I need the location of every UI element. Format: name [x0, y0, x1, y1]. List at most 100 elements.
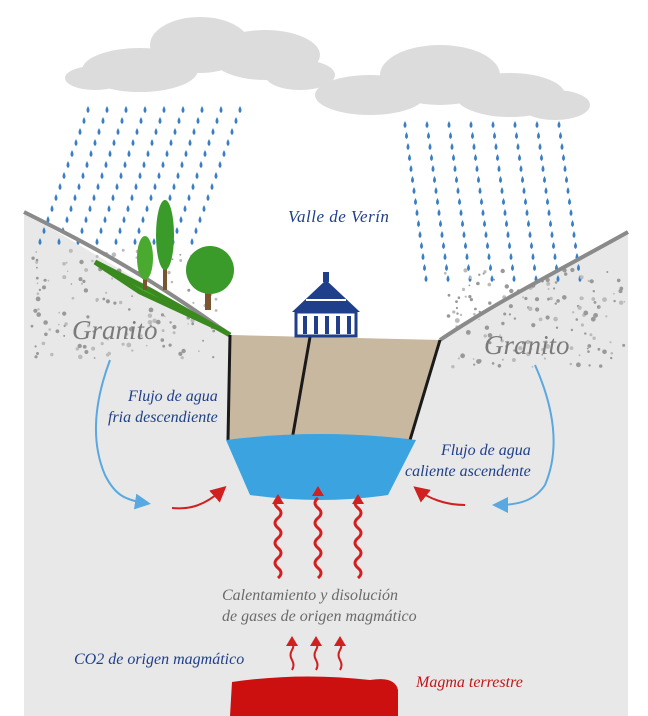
raindrop-icon [85, 161, 89, 168]
raindrop-icon [134, 183, 138, 190]
raindrop-icon [465, 253, 469, 260]
raindrop-icon [467, 264, 470, 271]
raindrop-icon [431, 165, 435, 172]
raindrop-icon [126, 205, 130, 212]
raindrop-icon [198, 216, 202, 223]
cold-stream-left [94, 359, 151, 510]
raindrop-icon [475, 165, 479, 172]
raindrop-icon [188, 139, 192, 146]
raindrop-icon [115, 183, 119, 190]
raindrop-icon [158, 117, 162, 124]
raindrop-icon [108, 150, 112, 157]
raindrop-icon [437, 209, 441, 216]
raindrop-icon [152, 238, 156, 245]
raindrop-icon [562, 154, 565, 161]
hillside-left [23, 210, 232, 337]
raindrop-icon [574, 242, 577, 249]
pavilion-icon [292, 272, 360, 338]
fault-line [226, 334, 232, 441]
co2-arrows [286, 636, 346, 671]
raindrop-icon [183, 205, 187, 212]
raindrop-icon [200, 106, 204, 113]
raindrop-icon [506, 231, 510, 238]
raindrop-icon [477, 176, 480, 183]
raindrop-icon [423, 264, 426, 271]
raindrop-icon [427, 132, 430, 139]
raindrop-icon [203, 150, 207, 157]
raindrop-icon [142, 161, 146, 168]
raindrop-icon [456, 187, 460, 194]
cloud-icon [315, 45, 590, 120]
raindrop-icon [484, 231, 488, 238]
raindrop-icon [543, 176, 546, 183]
raindrop-icon [78, 128, 82, 135]
raindrop-icon [500, 187, 504, 194]
raindrop-icon [149, 194, 153, 201]
magma-label: Magma terrestre [416, 674, 523, 691]
fault-block [228, 335, 440, 440]
raindrop-icon [57, 238, 61, 245]
raindrop-icon [199, 161, 203, 168]
raindrop-icon [483, 220, 486, 227]
raindrop-icon [181, 106, 185, 113]
raindrop-icon [119, 172, 123, 179]
raindrop-icon [530, 242, 533, 249]
raindrop-icon [222, 150, 226, 157]
raindrop-icon [176, 172, 180, 179]
raindrop-icon [38, 238, 42, 245]
raindrop-icon [459, 209, 463, 216]
raindrop-icon [417, 220, 420, 227]
raindrop-icon [528, 231, 532, 238]
raindrop-icon [565, 176, 568, 183]
hillside-right [438, 230, 629, 342]
raindrop-icon [462, 231, 466, 238]
raindrop-icon [116, 128, 120, 135]
raindrop-icon [458, 198, 461, 205]
raindrop-icon [552, 242, 555, 249]
raindrop-icon [455, 176, 458, 183]
raindrop-icon [491, 121, 495, 128]
raindrop-icon [46, 216, 50, 223]
raindrop-icon [537, 132, 540, 139]
raindrop-icon [408, 154, 411, 161]
raindrop-icon [572, 231, 576, 238]
raindrop-icon [521, 176, 524, 183]
raindrop-icon [474, 154, 477, 161]
raindrop-icon [442, 242, 445, 249]
raindrop-icon [100, 172, 104, 179]
raindrop-icon [62, 172, 66, 179]
heating-line1: Calentamiento y disolución [222, 587, 398, 604]
raindrop-icon [169, 139, 173, 146]
raindrop-icon [153, 183, 157, 190]
raindrop-icon [73, 194, 77, 201]
magma [230, 676, 398, 716]
raindrop-icon [184, 150, 188, 157]
cloud-icon [65, 17, 335, 92]
raindrop-icon [66, 161, 70, 168]
raindrop-icon [535, 121, 539, 128]
raindrop-icon [509, 253, 513, 260]
raindrop-icon [161, 161, 165, 168]
raindrop-icon [450, 143, 454, 150]
raindrop-icon [190, 238, 194, 245]
raindrop-icon [218, 161, 222, 168]
raindrop-icon [95, 238, 99, 245]
raindrop-icon [550, 231, 554, 238]
raindrop-icon [214, 172, 218, 179]
raindrop-icon [512, 275, 516, 282]
raindrop-icon [403, 121, 407, 128]
hot-stream-left [171, 486, 227, 510]
raindrop-icon [503, 209, 507, 216]
raindrop-icon [215, 117, 219, 124]
raindrop-icon [137, 227, 141, 234]
raindrop-icon [472, 143, 476, 150]
raindrop-icon [143, 106, 147, 113]
heating-label: Calentamiento y disolución de gases de o… [222, 585, 417, 627]
raindrop-icon [177, 117, 181, 124]
valley-label: Valle de Verín [288, 207, 390, 226]
raindrop-icon [196, 117, 200, 124]
raindrop-icon [569, 209, 573, 216]
raindrop-icon [446, 275, 450, 282]
raindrop-icon [481, 209, 485, 216]
raindrop-icon [406, 143, 410, 150]
